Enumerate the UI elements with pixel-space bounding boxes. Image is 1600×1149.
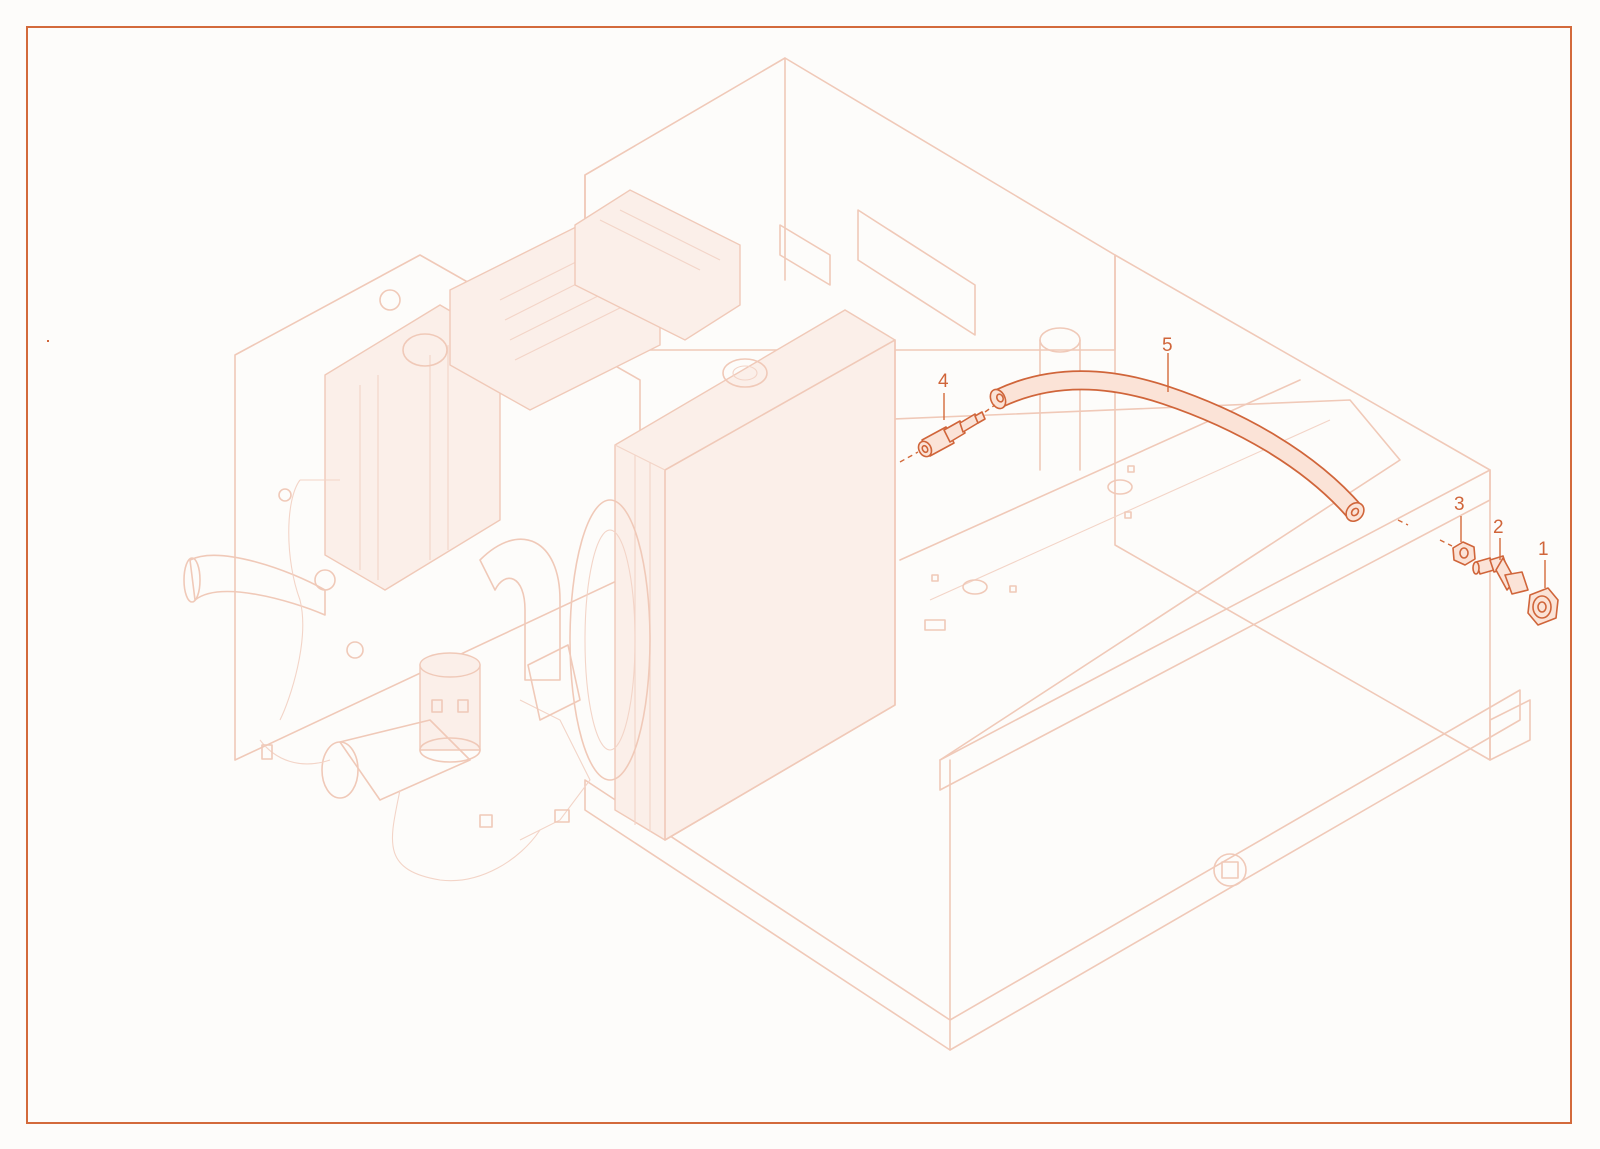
- callout-3: 3: [1454, 494, 1465, 515]
- stray-dot: [47, 340, 49, 342]
- engine-outline: [183, 189, 896, 882]
- assembly-line-4: [899, 451, 919, 463]
- part-4-hose-fitting[interactable]: [916, 411, 986, 459]
- callout-2: 2: [1493, 517, 1504, 538]
- part-3-hex-nut[interactable]: [1452, 541, 1476, 566]
- callout-5: 5: [1162, 335, 1173, 356]
- callout-4: 4: [938, 371, 949, 392]
- drawing-frame: [26, 26, 1572, 1124]
- assembly-line-4b: [984, 404, 996, 413]
- assembly-line-hose-end: [1397, 519, 1409, 526]
- part-5-hose[interactable]: [987, 370, 1367, 525]
- part-1-cap-nut[interactable]: [1527, 587, 1559, 626]
- assembly-line-3: [1439, 539, 1453, 547]
- callout-1: 1: [1538, 539, 1549, 560]
- part-2-barbed-connector[interactable]: [1472, 555, 1529, 595]
